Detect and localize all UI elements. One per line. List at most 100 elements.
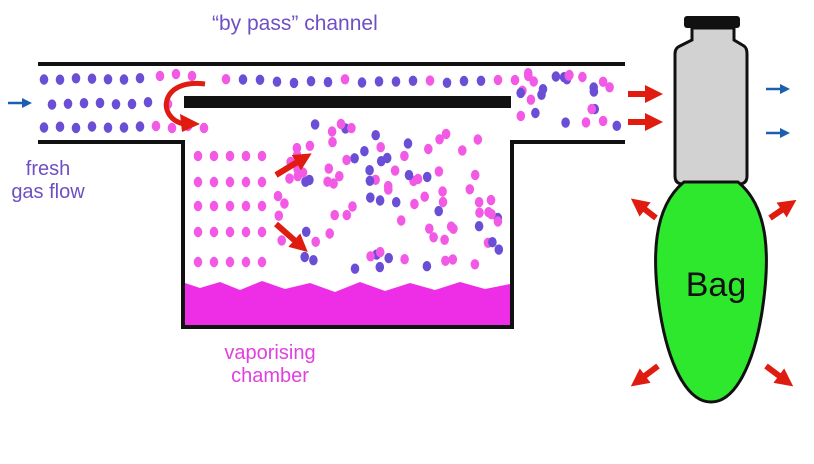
vapour-particle bbox=[298, 167, 308, 178]
carrier-gas-particle bbox=[371, 130, 381, 141]
carrier-gas-particle bbox=[95, 97, 105, 109]
vapour-particle bbox=[440, 234, 449, 245]
vapour-particle bbox=[376, 142, 386, 153]
vapour-particle bbox=[473, 134, 483, 145]
carrier-gas-particle bbox=[272, 76, 282, 87]
vapour-particle bbox=[209, 200, 219, 212]
expand-arrow-top-left-icon bbox=[630, 198, 658, 221]
vapour-particle bbox=[255, 74, 265, 86]
vapour-particle bbox=[209, 256, 219, 268]
carrier-gas-particle bbox=[127, 98, 137, 110]
vapour-particle bbox=[441, 128, 451, 140]
carrier-gas-particle bbox=[403, 138, 413, 149]
vapour-particle bbox=[526, 94, 536, 105]
vapour-particle bbox=[470, 169, 480, 181]
vapour-particle bbox=[396, 215, 406, 226]
carrier-gas-particle bbox=[350, 153, 359, 164]
vapour-particle bbox=[225, 150, 235, 162]
carrier-gas-particle bbox=[135, 121, 145, 132]
vapour-particle bbox=[225, 226, 235, 238]
vapour-particle bbox=[400, 150, 409, 162]
carrier-gas-particle bbox=[376, 156, 386, 167]
vapour-particle bbox=[446, 221, 456, 232]
vapour-particle bbox=[429, 232, 438, 243]
vapour-particle bbox=[257, 226, 267, 238]
carrier-gas-particle bbox=[531, 107, 540, 119]
vapour-particle bbox=[375, 246, 385, 258]
vapour-particle bbox=[171, 68, 181, 80]
carrier-gas-particle bbox=[55, 74, 65, 85]
vapour-particle bbox=[241, 256, 251, 268]
expand-arrow-bottom-right-icon bbox=[764, 363, 794, 387]
carrier-gas-particle bbox=[384, 252, 394, 264]
carrier-gas-particle bbox=[87, 73, 97, 84]
fresh-gas-arrow-icon bbox=[8, 98, 32, 108]
carrier-gas-particle bbox=[300, 251, 310, 263]
vapour-particle bbox=[347, 122, 356, 134]
vapour-particle bbox=[384, 184, 393, 195]
carrier-gas-particle bbox=[365, 165, 374, 176]
carrier-gas-particle bbox=[63, 98, 73, 110]
vaporiser-walls bbox=[38, 62, 625, 329]
vapour-particle bbox=[493, 216, 503, 227]
carrier-gas-particle bbox=[71, 73, 81, 84]
carrier-gas-particle bbox=[538, 84, 548, 95]
carrier-gas-particle bbox=[289, 77, 299, 89]
carrier-gas-particle bbox=[310, 119, 320, 130]
vapour-particle bbox=[484, 207, 493, 218]
carrier-gas-particle bbox=[39, 74, 49, 85]
vapour-particle bbox=[425, 75, 435, 86]
carrier-gas-particle bbox=[119, 74, 129, 85]
vapour-particle bbox=[413, 173, 423, 185]
vapour-particle bbox=[199, 122, 209, 134]
carrier-gas-particle bbox=[119, 122, 129, 133]
vapour-particle bbox=[458, 145, 467, 156]
vapour-particle bbox=[420, 191, 430, 202]
carrier-gas-particle bbox=[516, 87, 525, 99]
carrier-gas-particle bbox=[143, 97, 153, 108]
vaporising-chamber-label: vaporising chamber bbox=[196, 342, 344, 388]
vapour-particle bbox=[581, 117, 591, 128]
bypass-divider bbox=[184, 96, 511, 108]
carrier-gas-particle bbox=[561, 117, 570, 128]
vapour-particle bbox=[324, 163, 334, 174]
vapour-particle bbox=[221, 74, 231, 85]
carrier-gas-particle bbox=[47, 99, 57, 110]
carrier-gas-particle bbox=[39, 122, 49, 133]
carrier-gas-particle bbox=[404, 169, 414, 181]
vapour-particle bbox=[342, 209, 352, 221]
vapour-particle bbox=[193, 150, 203, 162]
carrier-gas-particle bbox=[306, 76, 316, 87]
carrier-gas-particle bbox=[408, 75, 418, 87]
vapour-particle bbox=[390, 165, 400, 176]
carrier-gas-particle bbox=[309, 255, 318, 266]
vapour-particle bbox=[193, 200, 203, 212]
carrier-gas-particle bbox=[391, 197, 401, 208]
bag-body bbox=[654, 180, 768, 404]
carrier-gas-particle bbox=[135, 73, 145, 84]
vapour-particle bbox=[335, 171, 344, 182]
bag-neck bbox=[673, 26, 749, 186]
vapour-particle bbox=[424, 143, 433, 155]
vapour-particle bbox=[225, 176, 235, 188]
vapour-particle bbox=[410, 198, 419, 210]
bypass-channel-label: “by pass” channel bbox=[212, 12, 378, 35]
vapour-particle bbox=[438, 196, 448, 208]
chamber-arrow-lower-icon bbox=[274, 221, 308, 252]
carrier-gas-particle bbox=[434, 205, 444, 217]
vapour-particle bbox=[325, 228, 335, 239]
vapour-particle bbox=[241, 200, 251, 212]
bag-outflow-arrow-lower-icon bbox=[766, 128, 790, 138]
vapour-particle bbox=[400, 254, 409, 265]
bypass-u-turn-arrowhead-icon bbox=[180, 114, 200, 132]
carrier-gas-particle bbox=[422, 261, 432, 272]
carrier-gas-particle bbox=[442, 77, 452, 89]
expand-arrow-top-right-icon bbox=[768, 199, 797, 221]
bag-cap bbox=[684, 16, 740, 28]
carrier-gas-particle bbox=[551, 71, 561, 82]
vapour-particle bbox=[374, 76, 384, 87]
vapour-particle bbox=[151, 120, 161, 132]
vapour-particle bbox=[474, 197, 484, 208]
vapour-particle bbox=[257, 176, 267, 188]
